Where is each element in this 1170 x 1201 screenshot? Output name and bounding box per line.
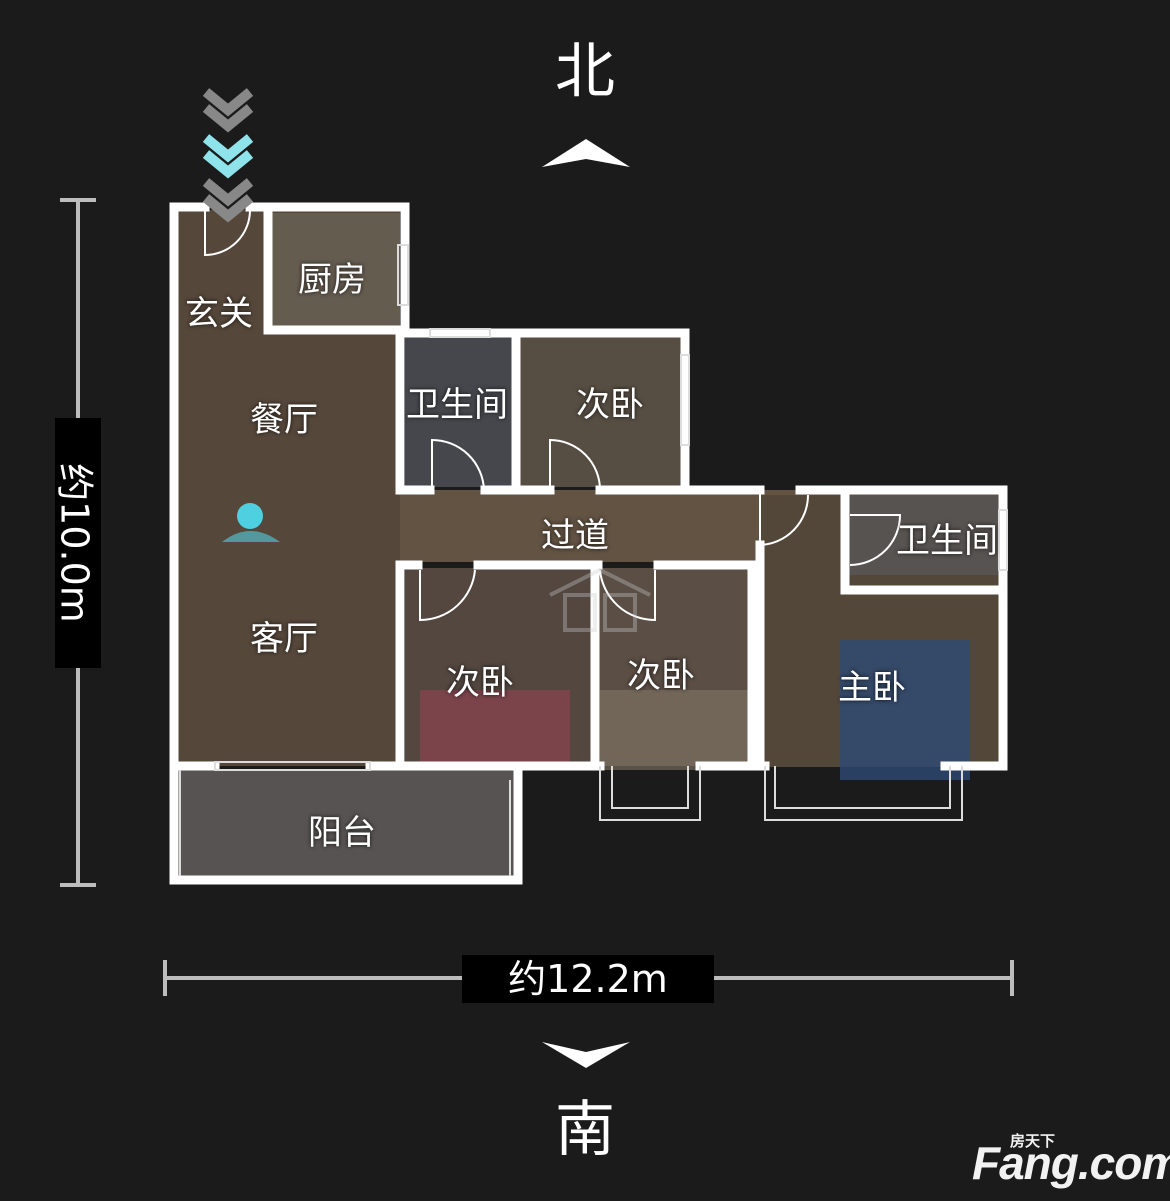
logo-cn-text: 房天下 — [1010, 1132, 1056, 1150]
fang-logo: 房天下 Fang.com — [972, 1130, 1170, 1190]
height-dimension: 约10.0m — [53, 418, 101, 668]
walls — [169, 202, 1008, 885]
room-label-bedroom-north: 次卧 — [576, 385, 644, 425]
entry-chevrons-icon — [202, 88, 254, 223]
room-label-entry: 玄关 — [185, 294, 253, 334]
chevron-up-icon — [542, 139, 630, 167]
room-label-bedroom-south-2: 次卧 — [627, 656, 695, 696]
doors — [204, 209, 902, 622]
room-label-corridor: 过道 — [541, 516, 609, 556]
windows — [179, 244, 1008, 876]
room-label-dining: 餐厅 — [250, 400, 318, 440]
height-dimension-label: 约10.0m — [52, 463, 97, 623]
room-label-living: 客厅 — [250, 619, 318, 659]
room-label-bedroom-south-1: 次卧 — [446, 663, 514, 703]
floor-area — [178, 210, 1000, 880]
watermark-icon — [549, 567, 651, 632]
width-dimension-label: 约12.2m — [462, 955, 714, 1003]
room-label-bathroom-1: 卫生间 — [406, 385, 508, 425]
position-marker-icon — [222, 503, 280, 542]
south-label: 南 — [555, 1095, 615, 1165]
logo-brand-text: Fang.com — [972, 1137, 1170, 1189]
room-label-kitchen: 厨房 — [298, 260, 366, 300]
north-label: 北 — [555, 37, 615, 107]
room-label-master-bedroom: 主卧 — [838, 668, 906, 708]
chevron-down-icon — [542, 1042, 630, 1068]
room-label-bathroom-2: 卫生间 — [896, 521, 998, 561]
room-label-balcony: 阳台 — [308, 813, 376, 853]
